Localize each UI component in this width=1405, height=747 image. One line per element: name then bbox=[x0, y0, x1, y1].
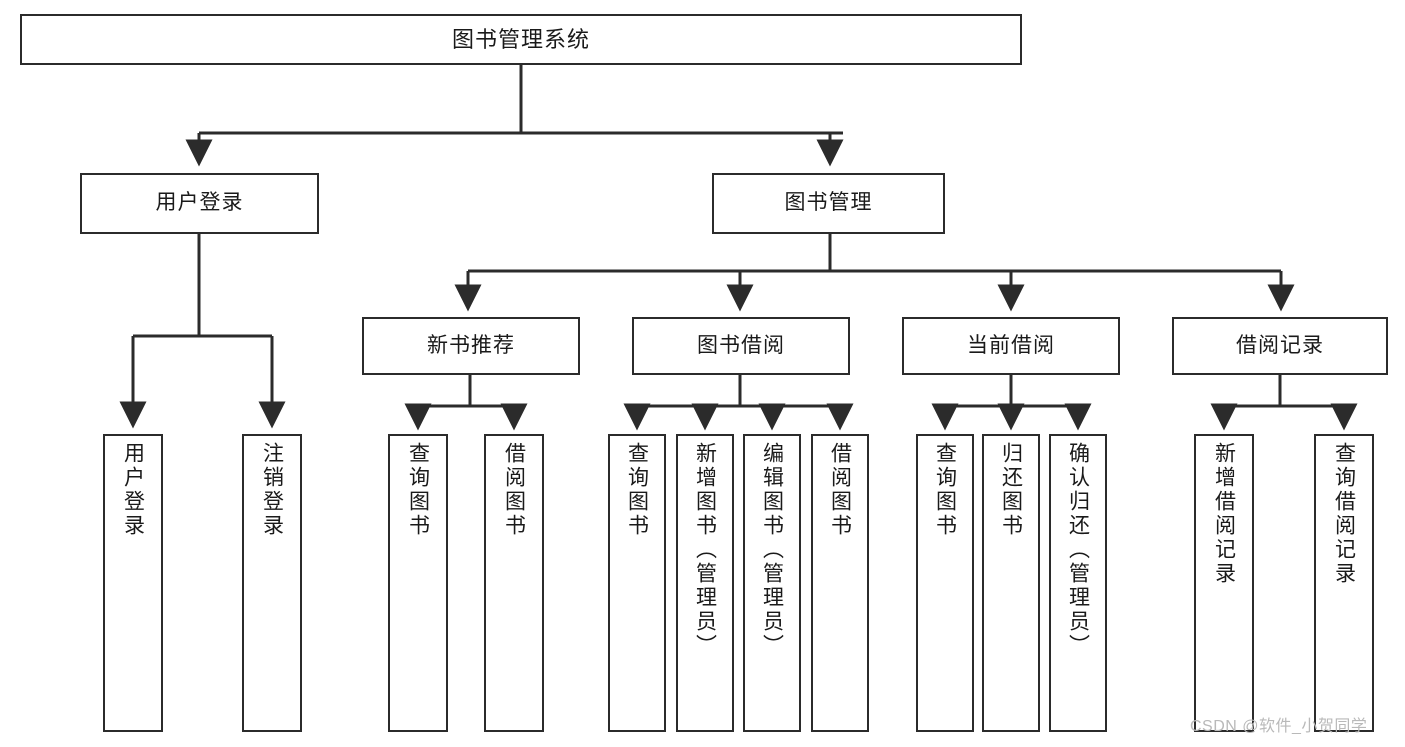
node-root[interactable]: 图书管理系统 bbox=[20, 14, 1022, 65]
leaf-current-query-book[interactable]: 查询图书 bbox=[916, 434, 974, 732]
node-book-borrow[interactable]: 图书借阅 bbox=[632, 317, 850, 375]
leaf-borrow-add-book-label: 新增图书（管理员） bbox=[693, 442, 717, 658]
node-current-borrow[interactable]: 当前借阅 bbox=[902, 317, 1120, 375]
node-user-login-label: 用户登录 bbox=[155, 191, 244, 215]
leaf-recommend-query-book[interactable]: 查询图书 bbox=[388, 434, 448, 732]
node-new-book-recommend-label: 新书推荐 bbox=[427, 333, 515, 357]
node-current-borrow-label: 当前借阅 bbox=[967, 333, 1055, 357]
leaf-record-add-record-label: 新增借阅记录 bbox=[1212, 442, 1236, 586]
node-borrow-record[interactable]: 借阅记录 bbox=[1172, 317, 1388, 375]
leaf-user-login-logout-label: 注销登录 bbox=[260, 442, 284, 538]
leaf-record-query-record[interactable]: 查询借阅记录 bbox=[1314, 434, 1374, 732]
leaf-current-return-book-label: 归还图书 bbox=[999, 442, 1023, 538]
leaf-record-query-record-label: 查询借阅记录 bbox=[1332, 442, 1356, 586]
leaf-borrow-add-book[interactable]: 新增图书（管理员） bbox=[676, 434, 734, 732]
leaf-user-login-login[interactable]: 用户登录 bbox=[103, 434, 163, 732]
leaf-recommend-borrow-book[interactable]: 借阅图书 bbox=[484, 434, 544, 732]
leaf-current-confirm-return-label: 确认归还（管理员） bbox=[1066, 442, 1090, 658]
leaf-borrow-borrow-book-label: 借阅图书 bbox=[828, 442, 852, 538]
leaf-borrow-edit-book-label: 编辑图书（管理员） bbox=[760, 442, 784, 658]
node-book-management-label: 图书管理 bbox=[784, 191, 873, 215]
leaf-user-login-logout[interactable]: 注销登录 bbox=[242, 434, 302, 732]
leaf-current-query-book-label: 查询图书 bbox=[933, 442, 957, 538]
node-book-borrow-label: 图书借阅 bbox=[697, 333, 785, 357]
leaf-borrow-query-book-label: 查询图书 bbox=[625, 442, 649, 538]
leaf-borrow-borrow-book[interactable]: 借阅图书 bbox=[811, 434, 869, 732]
leaf-recommend-borrow-book-label: 借阅图书 bbox=[502, 442, 526, 538]
leaf-borrow-query-book[interactable]: 查询图书 bbox=[608, 434, 666, 732]
leaf-user-login-login-label: 用户登录 bbox=[121, 442, 145, 538]
leaf-borrow-edit-book[interactable]: 编辑图书（管理员） bbox=[743, 434, 801, 732]
leaf-recommend-query-book-label: 查询图书 bbox=[406, 442, 430, 538]
node-borrow-record-label: 借阅记录 bbox=[1236, 333, 1324, 357]
node-book-management[interactable]: 图书管理 bbox=[712, 173, 945, 234]
leaf-current-confirm-return[interactable]: 确认归还（管理员） bbox=[1049, 434, 1107, 732]
leaf-record-add-record[interactable]: 新增借阅记录 bbox=[1194, 434, 1254, 732]
node-new-book-recommend[interactable]: 新书推荐 bbox=[362, 317, 580, 375]
node-user-login[interactable]: 用户登录 bbox=[80, 173, 319, 234]
node-root-label: 图书管理系统 bbox=[451, 26, 590, 52]
leaf-current-return-book[interactable]: 归还图书 bbox=[982, 434, 1040, 732]
